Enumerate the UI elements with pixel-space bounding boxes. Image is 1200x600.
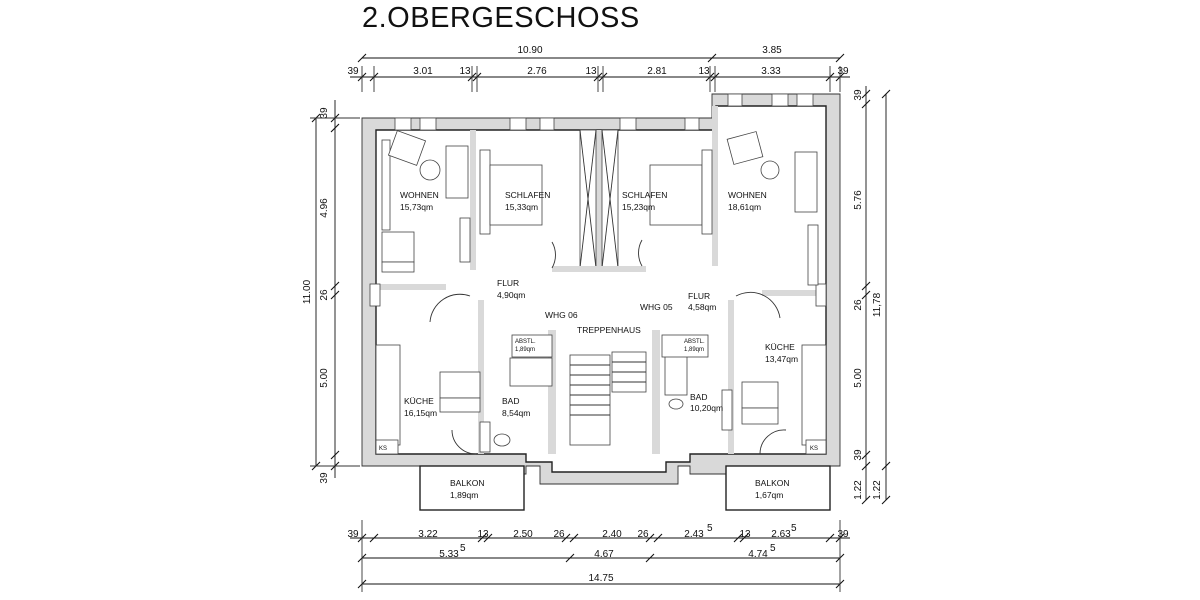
svg-text:26: 26 — [853, 299, 864, 311]
left-dimensions: 11.00 39 4.96 26 5.00 39 — [302, 100, 360, 484]
room-flur-left: FLUR — [497, 278, 519, 288]
svg-text:1.22: 1.22 — [872, 480, 883, 500]
svg-text:2.43: 2.43 — [684, 529, 704, 540]
svg-text:13: 13 — [739, 529, 751, 540]
svg-text:39: 39 — [837, 529, 849, 540]
svg-text:11.00: 11.00 — [302, 279, 313, 304]
svg-text:39: 39 — [837, 66, 849, 77]
svg-text:39: 39 — [853, 449, 864, 461]
room-abstl-left: ABSTL. — [515, 339, 536, 345]
svg-text:39: 39 — [347, 529, 359, 540]
room-wohnen-right: WOHNEN — [728, 190, 767, 200]
room-bad-right: BAD — [690, 392, 707, 402]
room-labels: WOHNEN 15,73qm SCHLAFEN 15,33qm SCHLAFEN… — [379, 190, 818, 500]
top-dimensions: 10.90 3.85 39 3.01 13 2.76 13 2.81 — [347, 45, 850, 92]
svg-text:15,73qm: 15,73qm — [400, 202, 433, 212]
right-dimensions: 39 5.76 26 5.00 39 1.22 11,78 1.22 — [853, 86, 891, 505]
svg-text:3.33: 3.33 — [761, 66, 781, 77]
svg-text:11,78: 11,78 — [872, 292, 883, 317]
svg-text:39: 39 — [319, 472, 330, 484]
svg-text:5.00: 5.00 — [853, 368, 864, 388]
svg-text:1,89qm: 1,89qm — [450, 490, 478, 500]
room-schlafen-right: SCHLAFEN — [622, 190, 667, 200]
svg-text:3.22: 3.22 — [418, 529, 438, 540]
dim-top-overall-2: 3.85 — [762, 45, 782, 56]
plan-title: 2.OBERGESCHOSS — [362, 2, 640, 34]
room-balkon-right: BALKON — [755, 478, 790, 488]
svg-text:2.63: 2.63 — [771, 529, 791, 540]
svg-text:2.81: 2.81 — [647, 66, 667, 77]
svg-text:16,15qm: 16,15qm — [404, 408, 437, 418]
room-balkon-left: BALKON — [450, 478, 485, 488]
svg-text:5: 5 — [791, 523, 797, 534]
svg-text:39: 39 — [319, 107, 330, 119]
svg-text:1.22: 1.22 — [853, 480, 864, 500]
svg-text:2.40: 2.40 — [602, 529, 622, 540]
svg-text:5.76: 5.76 — [853, 190, 864, 210]
svg-text:4.74: 4.74 — [748, 549, 768, 560]
room-flur-right: FLUR — [688, 291, 710, 301]
svg-text:13: 13 — [585, 66, 597, 77]
svg-text:39: 39 — [853, 89, 864, 101]
svg-text:15,23qm: 15,23qm — [622, 202, 655, 212]
svg-text:10,20qm: 10,20qm — [690, 403, 723, 413]
svg-text:2.76: 2.76 — [527, 66, 547, 77]
svg-text:5: 5 — [460, 543, 466, 554]
svg-text:3.01: 3.01 — [413, 66, 433, 77]
svg-text:39: 39 — [347, 66, 359, 77]
svg-text:5.00: 5.00 — [319, 368, 330, 388]
svg-text:4.67: 4.67 — [594, 549, 614, 560]
svg-text:1,89qm: 1,89qm — [684, 347, 704, 353]
label-whg-05: WHG 05 — [640, 302, 673, 312]
dim-bottom-overall: 14.75 — [588, 573, 613, 584]
svg-text:4,90qm: 4,90qm — [497, 290, 525, 300]
svg-text:13: 13 — [698, 66, 710, 77]
svg-text:1,89qm: 1,89qm — [515, 347, 535, 353]
svg-text:4.96: 4.96 — [319, 198, 330, 218]
svg-text:13: 13 — [477, 529, 489, 540]
svg-text:13: 13 — [459, 66, 471, 77]
svg-text:26: 26 — [319, 289, 330, 301]
svg-text:5: 5 — [707, 523, 713, 534]
room-abstl-right: ABSTL. — [684, 339, 705, 345]
svg-text:5: 5 — [770, 543, 776, 554]
svg-text:1,67qm: 1,67qm — [755, 490, 783, 500]
balconies — [419, 465, 831, 511]
svg-text:2.50: 2.50 — [513, 529, 533, 540]
bottom-dimensions: 39 3.22 13 2.50 26 2.40 26 2.43 5 13 2.6… — [347, 520, 850, 592]
label-ks-right: KS — [810, 446, 818, 452]
svg-text:18,61qm: 18,61qm — [728, 202, 761, 212]
room-treppenhaus: TREPPENHAUS — [577, 325, 641, 335]
label-whg-06: WHG 06 — [545, 310, 578, 320]
svg-text:5.33: 5.33 — [439, 549, 459, 560]
room-schlafen-left: SCHLAFEN — [505, 190, 550, 200]
room-kueche-right: KÜCHE — [765, 342, 795, 352]
room-bad-left: BAD — [502, 396, 519, 406]
svg-text:4,58qm: 4,58qm — [688, 302, 716, 312]
svg-text:26: 26 — [637, 529, 649, 540]
svg-text:8,54qm: 8,54qm — [502, 408, 530, 418]
svg-text:13,47qm: 13,47qm — [765, 354, 798, 364]
room-kueche-left: KÜCHE — [404, 396, 434, 406]
svg-text:15,33qm: 15,33qm — [505, 202, 538, 212]
svg-text:26: 26 — [553, 529, 565, 540]
furniture — [375, 130, 827, 455]
dim-top-overall-1: 10.90 — [517, 45, 542, 56]
room-wohnen-left: WOHNEN — [400, 190, 439, 200]
label-ks-left: KS — [379, 446, 387, 452]
